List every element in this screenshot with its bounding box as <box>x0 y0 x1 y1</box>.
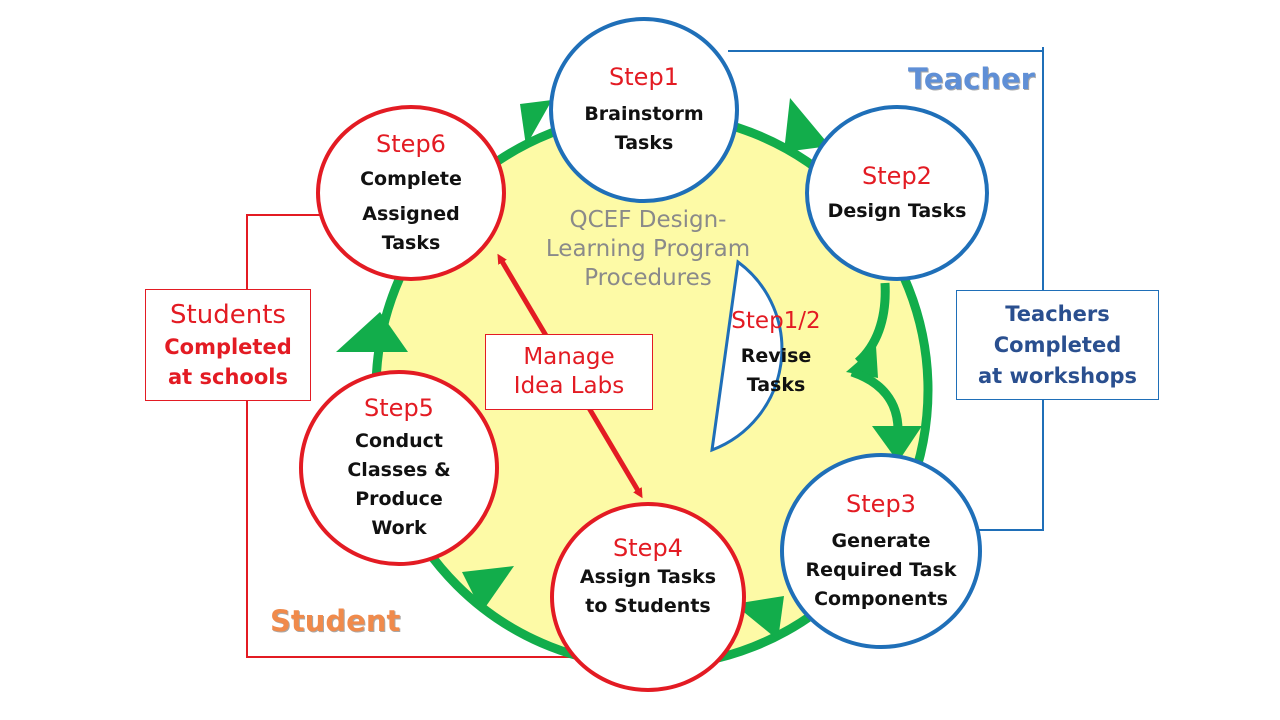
teachers-box-line1: Teachers <box>1005 301 1110 326</box>
cycle-arrow-step6-to-step1 <box>520 100 552 146</box>
cycle-arrow-step6-to-step5 <box>336 312 408 352</box>
revise-arrow-out-head <box>872 426 922 462</box>
students-box-line3: at schools <box>168 365 288 389</box>
manage-box-line2: Idea Labs <box>513 373 625 399</box>
step2-node: Step2 Design Tasks <box>805 105 989 281</box>
student-heading: Student <box>270 604 401 638</box>
revise-text-line1: Revise <box>740 345 812 367</box>
step3-label: Step3 <box>846 489 916 518</box>
step5-label: Step5 <box>364 394 434 422</box>
step3-text-line1: Generate <box>831 529 931 552</box>
revise-label: Step1/2 <box>731 308 821 334</box>
step4-label: Step4 <box>613 534 683 562</box>
teachers-box-line3: at workshops <box>977 363 1138 388</box>
students-completed-box: Students Completed at schools <box>145 289 311 401</box>
diagram-title-line3: Procedures <box>584 265 712 291</box>
revise-node: Step1/2 Revise Tasks <box>722 306 830 400</box>
step5-node: Step5 Conduct Classes & Produce Work <box>299 370 499 566</box>
revise-half-disc <box>710 259 784 453</box>
revise-arrow-in <box>854 282 890 366</box>
diagram-title: QCEF Design- Learning Program Procedures <box>528 206 768 293</box>
step4-text-line2: to Students <box>585 595 711 617</box>
step1-label: Step1 <box>609 63 679 91</box>
step4-node: Step4 Assign Tasks to Students <box>550 502 746 692</box>
student-bracket <box>246 214 572 658</box>
step6-node: Step6 Complete Assigned Tasks <box>316 105 506 281</box>
step3-node: Step3 Generate Required Task Components <box>780 453 982 649</box>
teachers-completed-box: Teachers Completed at workshops <box>956 290 1159 400</box>
cycle-arrow-step3-to-step4 <box>734 596 784 640</box>
teachers-box-line2: Completed <box>993 332 1122 357</box>
step2-label: Step2 <box>862 161 932 190</box>
step5-text-line4: Work <box>371 517 427 539</box>
step1-node: Step1 Brainstorm Tasks <box>549 17 739 203</box>
step6-text-line2: Assigned <box>362 202 460 225</box>
manage-idea-labs-box: Manage Idea Labs <box>485 334 653 410</box>
step3-text-line3: Components <box>814 587 948 610</box>
step1-text-line2: Tasks <box>614 132 674 154</box>
step5-text-line1: Conduct <box>355 430 443 452</box>
step3-text-line2: Required Task <box>805 558 957 581</box>
manage-box-line1: Manage <box>523 344 615 370</box>
revise-arrow-out <box>850 367 903 431</box>
step4-text-line1: Assign Tasks <box>579 566 717 588</box>
teacher-heading: Teacher <box>908 62 1035 96</box>
cycle-arrow-step1-to-step2 <box>784 98 830 152</box>
step6-text-line1: Complete <box>360 167 462 190</box>
step6-label: Step6 <box>376 129 446 158</box>
students-box-line1: Students <box>170 300 286 330</box>
step2-text-line1: Design Tasks <box>827 199 967 222</box>
step5-text-line2: Classes & <box>347 459 451 481</box>
diagram-title-line2: Learning Program <box>545 236 751 262</box>
diagram-title-line1: QCEF Design- <box>569 207 727 233</box>
step5-text-line3: Produce <box>355 488 443 510</box>
step6-text-line3: Tasks <box>381 231 441 254</box>
revise-text-line2: Tasks <box>746 374 806 396</box>
students-box-line2: Completed <box>164 335 292 359</box>
step1-text-line1: Brainstorm <box>584 103 704 125</box>
cycle-arrow-step5-to-step4 <box>462 566 514 612</box>
